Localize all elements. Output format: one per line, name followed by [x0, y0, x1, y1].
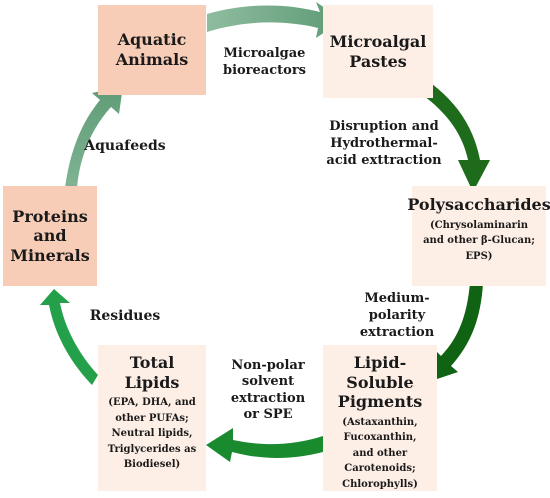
node-microalgal-pastes-title: Microalgal Pastes [329, 31, 427, 71]
node-lipid-soluble-pigments: Lipid-Soluble Pigments (Astaxanthin, Fuc… [323, 345, 437, 491]
arrow-residues [40, 289, 98, 385]
edge-label-bioreactors: Microalgae bioreactors [222, 46, 306, 78]
node-polysaccharides: Polysaccharides (Chrysolaminarin and oth… [407, 186, 550, 286]
arrow-bioreactors [207, 2, 343, 38]
node-total-lipids-detail: (EPA, DHA, and other PUFAs; Neutral lipi… [107, 397, 197, 471]
arrow-nonpolar [206, 428, 323, 462]
edge-label-residues: Residues [89, 308, 161, 324]
arrow-medium [425, 283, 483, 383]
arrow-aquafeeds [65, 86, 123, 188]
edge-label-nonpolar: Non-polar solvent extraction or SPE [230, 358, 306, 422]
edge-label-disruption: Disruption and Hydrothermal- acid exttra… [326, 119, 442, 168]
node-proteins-and-minerals-title: Proteins and Minerals [10, 206, 90, 265]
node-aquatic-animals-title: Aquatic Animals [115, 30, 189, 69]
node-polysaccharides-title: Polysaccharides [407, 195, 550, 214]
node-total-lipids-title: Total Lipids [124, 353, 180, 392]
arrow-disruption [420, 84, 490, 192]
node-total-lipids: Total Lipids (EPA, DHA, and other PUFAs;… [98, 345, 206, 491]
node-lipid-soluble-pigments-detail: (Astaxanthin, Fucoxanthin, and other Car… [342, 416, 418, 490]
node-microalgal-pastes: Microalgal Pastes [323, 5, 433, 98]
edge-label-medium-polarity: Medium- polarity extraction [359, 291, 435, 340]
node-lipid-soluble-pigments-title: Lipid-Soluble Pigments [337, 353, 423, 412]
edge-label-aquafeeds: Aquafeeds [84, 138, 166, 154]
node-aquatic-animals: Aquatic Animals [98, 5, 206, 95]
node-proteins-and-minerals: Proteins and Minerals [3, 186, 97, 286]
node-polysaccharides-detail: (Chrysolaminarin and other β-Glucan; EPS… [423, 219, 535, 262]
